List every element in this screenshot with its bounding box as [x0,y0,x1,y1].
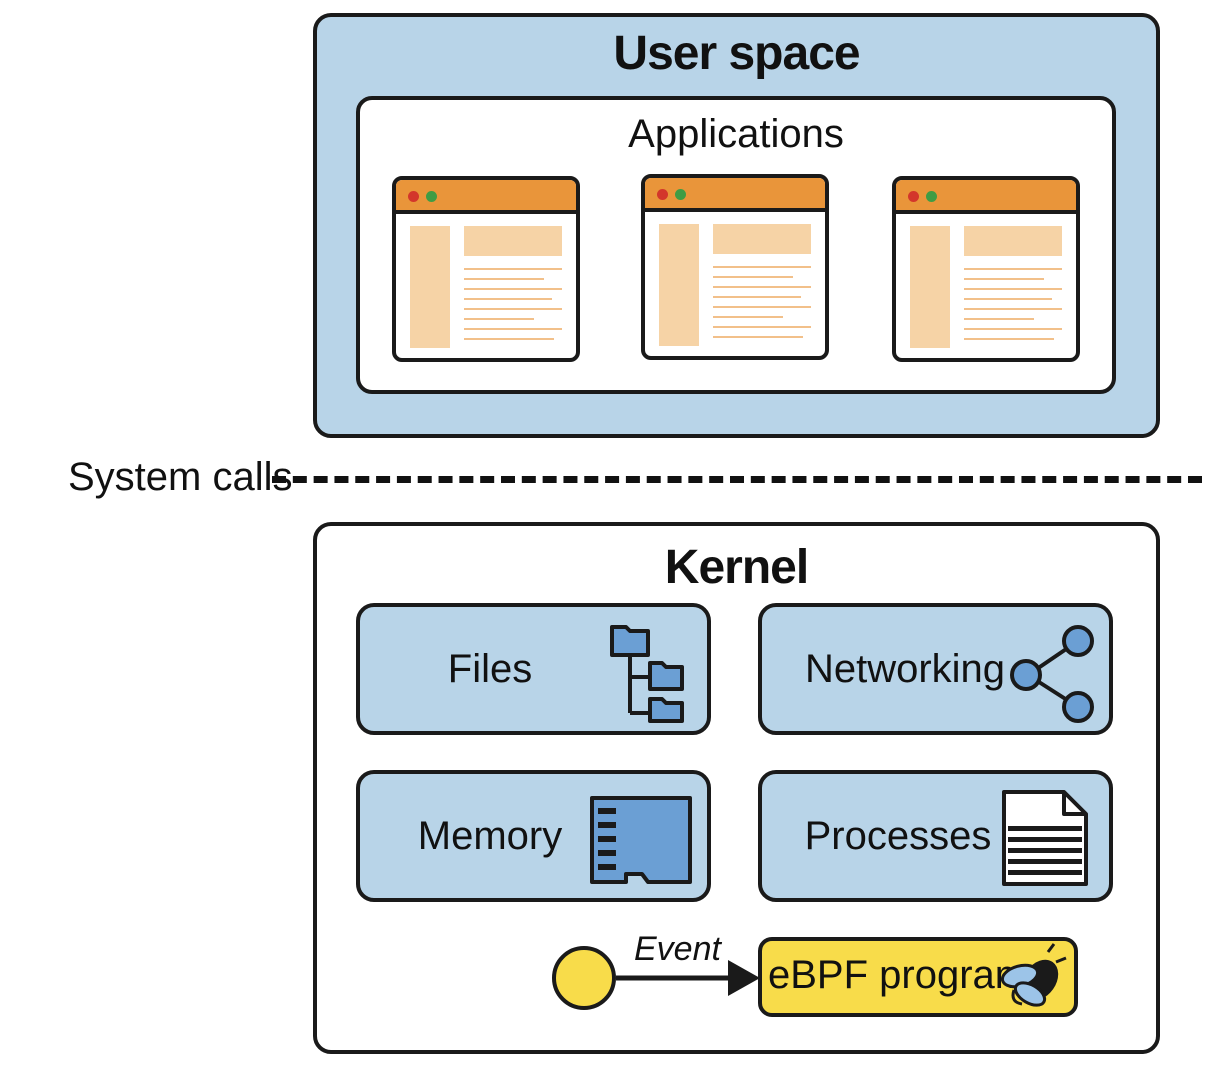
window-maximize-dot [426,191,437,202]
app-window-3 [892,176,1080,362]
window-header-block [964,226,1062,256]
app-window-2 [641,174,829,360]
window-sidebar [659,224,699,346]
processes-label: Processes [804,814,992,858]
app-window-1 [392,176,580,362]
window-header-block [464,226,562,256]
bee-icon [1000,943,1067,1007]
event-arrow [552,946,760,1010]
ebpf-program-label: eBPF program [768,953,1029,997]
window-title-bar [645,178,825,212]
user-space-title: User space [613,27,860,80]
folder-tree-icon [610,625,684,723]
files-label: Files [447,647,533,691]
window-sidebar [410,226,450,348]
window-header-block [713,224,811,254]
processes-subsystem: Processes [758,770,1113,902]
memory-label: Memory [417,814,563,858]
window-title-bar [396,180,576,214]
window-maximize-dot [675,189,686,200]
event-label: Event [634,930,721,968]
share-network-icon [1010,625,1094,723]
window-title-bar [896,180,1076,214]
window-maximize-dot [926,191,937,202]
system-calls-boundary-line [272,476,1202,483]
window-close-dot [657,189,668,200]
window-sidebar [910,226,950,348]
networking-label: Networking [804,647,1006,691]
networking-subsystem: Networking [758,603,1113,735]
files-subsystem: Files [356,603,711,735]
event-source-circle [552,946,616,1010]
applications-label: Applications [628,112,844,156]
window-close-dot [908,191,919,202]
document-icon [1002,790,1088,886]
kernel-title: Kernel [664,541,809,594]
memory-card-icon [590,796,692,884]
memory-subsystem: Memory [356,770,711,902]
system-calls-label: System calls [68,455,293,499]
window-close-dot [408,191,419,202]
